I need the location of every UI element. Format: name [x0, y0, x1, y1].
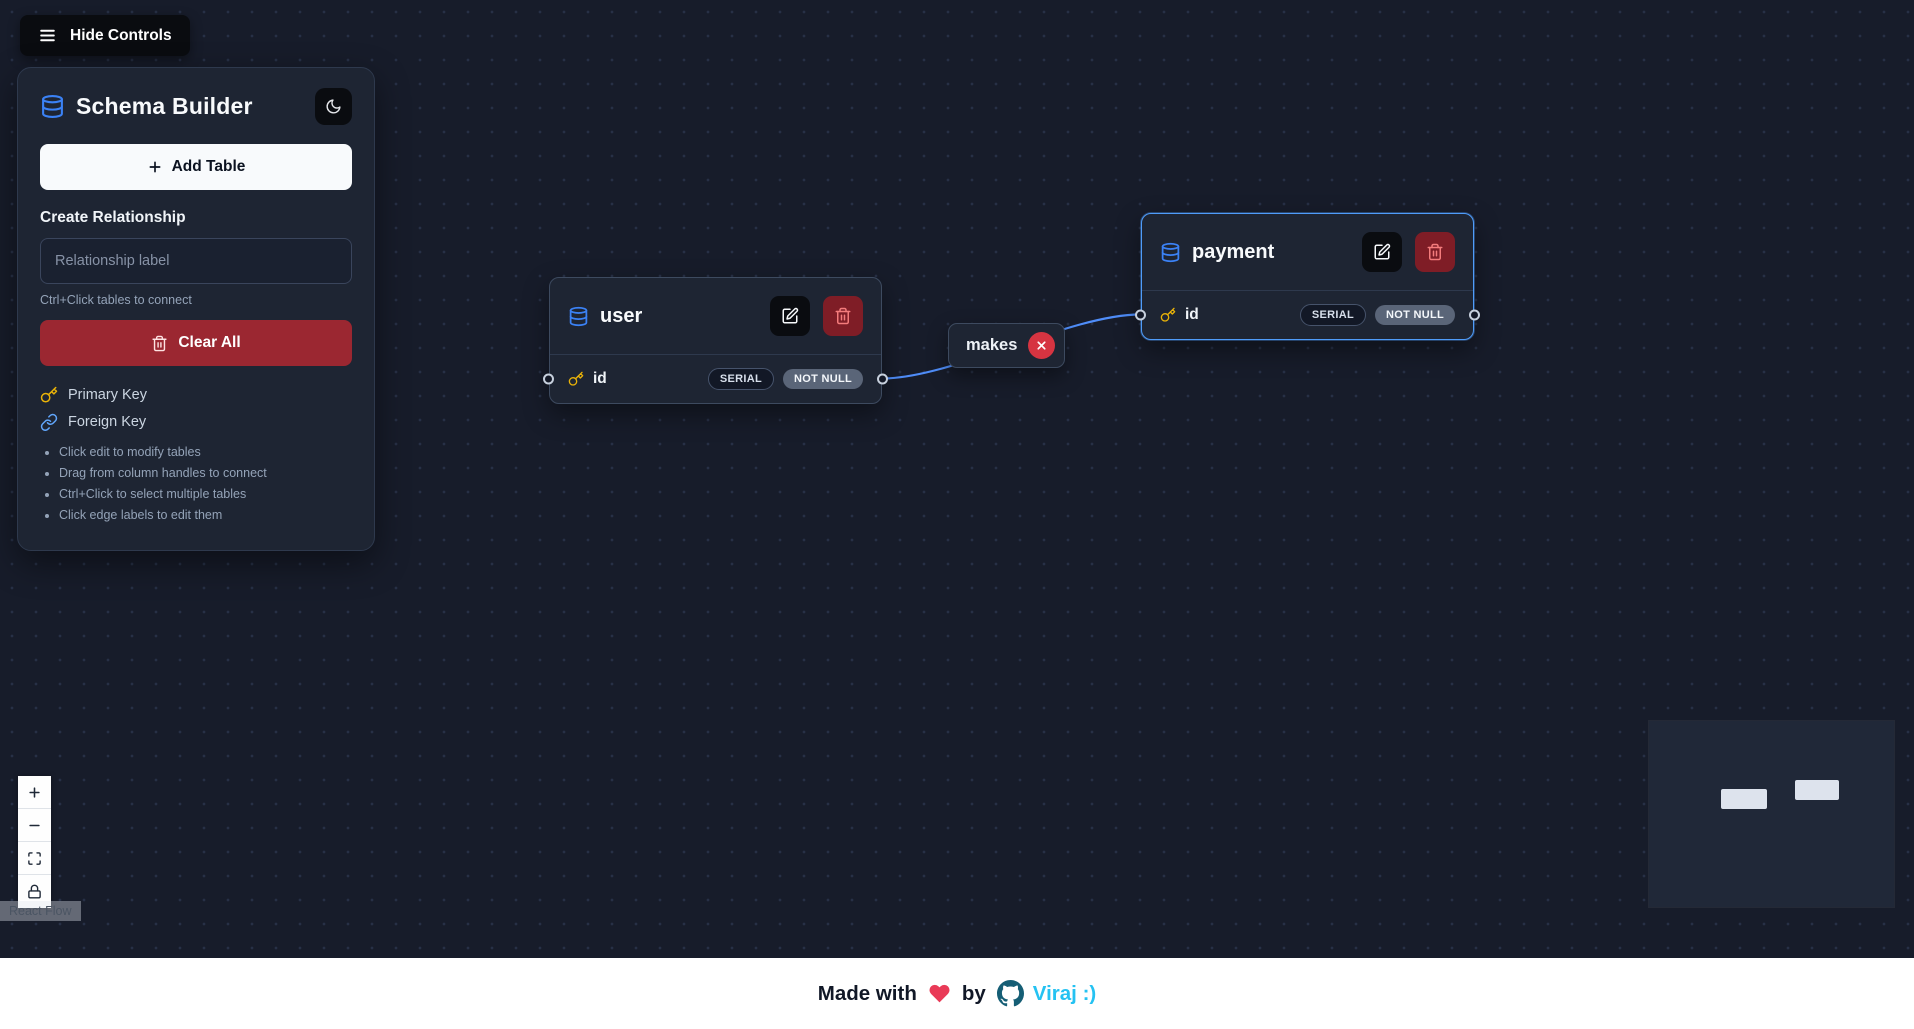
table-node-header: payment [1142, 214, 1473, 290]
table-node-user[interactable]: user id SERIAL NOT NULL [543, 277, 888, 404]
primary-key-icon [568, 371, 584, 386]
schema-builder-panel: Schema Builder Add Table Create Relation… [17, 67, 375, 551]
column-handle-left[interactable] [1135, 309, 1146, 321]
panel-header: Schema Builder [40, 88, 352, 125]
lock-button[interactable] [18, 875, 51, 908]
plus-icon [29, 786, 40, 798]
footer-made-with: Made with [817, 981, 917, 1005]
fit-view-icon [28, 851, 41, 865]
author-link[interactable]: Viraj :) [996, 980, 1097, 1007]
hide-controls-button[interactable]: Hide Controls [20, 15, 190, 56]
close-icon [1037, 341, 1046, 350]
relationship-label-input[interactable] [40, 238, 352, 284]
footer-by: by [961, 981, 986, 1005]
edit-table-button[interactable] [1362, 232, 1402, 272]
clear-all-button[interactable]: Clear All [40, 320, 352, 366]
table-title: payment [1192, 240, 1275, 263]
zoom-out-button[interactable] [18, 809, 51, 842]
pencil-icon [1374, 243, 1391, 260]
trash-icon [1427, 243, 1443, 261]
pencil-icon [782, 307, 799, 324]
add-table-label: Add Table [171, 158, 246, 175]
connect-hint: Ctrl+Click tables to connect [40, 293, 192, 307]
flow-controls [18, 776, 51, 908]
column-type-badge: SERIAL [707, 368, 774, 390]
column-constraint-badge: NOT NULL [782, 369, 863, 389]
create-relationship-heading: Create Relationship [40, 209, 186, 226]
edit-table-button[interactable] [770, 296, 810, 336]
table-node-header: user [550, 278, 881, 354]
author-name: Viraj :) [1032, 981, 1097, 1005]
heart-icon [928, 982, 951, 1005]
delete-table-button[interactable] [1415, 232, 1455, 272]
database-icon [1161, 242, 1180, 262]
tip-item: Ctrl+Click to select multiple tables [59, 484, 352, 505]
legend-label: Foreign Key [68, 414, 147, 430]
database-icon [42, 95, 63, 118]
edge-label-makes[interactable]: makes [948, 323, 1066, 368]
minimap-node-payment [1795, 780, 1839, 800]
tip-item: Click edge labels to edit them [59, 505, 352, 526]
column-name: id [1185, 306, 1199, 323]
foreign-key-icon [40, 413, 58, 431]
legend-label: Primary Key [68, 387, 147, 403]
column-handle-right[interactable] [877, 373, 888, 385]
tip-item: Drag from column handles to connect [59, 463, 352, 484]
tip-item: Click edit to modify tables [59, 442, 352, 463]
legend: Primary Key Foreign Key [40, 386, 352, 431]
plus-icon [149, 161, 161, 173]
delete-table-button[interactable] [823, 296, 863, 336]
column-handle-right[interactable] [1469, 309, 1480, 321]
column-handle-left[interactable] [543, 373, 554, 385]
table-node-payment[interactable]: payment id SERIAL NOT NULL [1135, 213, 1480, 340]
edge-label-text: makes [966, 336, 1018, 354]
legend-foreign-key: Foreign Key [40, 413, 352, 431]
column-constraint-badge: NOT NULL [1374, 305, 1455, 325]
trash-icon [152, 335, 167, 351]
database-icon [569, 306, 588, 326]
column-row: id SERIAL NOT NULL [1135, 290, 1480, 339]
trash-icon [835, 307, 851, 325]
theme-toggle-button[interactable] [315, 88, 352, 125]
clear-all-label: Clear All [178, 334, 241, 351]
column-type-badge: SERIAL [1299, 304, 1366, 326]
hide-controls-label: Hide Controls [70, 26, 172, 44]
github-icon [996, 980, 1024, 1007]
react-flow-attribution[interactable]: React Flow [0, 901, 81, 921]
primary-key-icon [40, 386, 58, 403]
footer: Made with by Viraj :) [0, 958, 1914, 1029]
legend-primary-key: Primary Key [40, 386, 352, 404]
menu-icon [40, 29, 55, 42]
lock-icon [28, 884, 41, 899]
panel-title: Schema Builder [76, 93, 253, 119]
minimap-node-user [1721, 789, 1767, 809]
minus-icon [29, 824, 40, 826]
minimap[interactable] [1648, 720, 1895, 908]
zoom-in-button[interactable] [18, 776, 51, 809]
add-table-button[interactable]: Add Table [40, 144, 352, 190]
column-name: id [593, 370, 607, 387]
fit-view-button[interactable] [18, 842, 51, 875]
moon-icon [326, 99, 341, 114]
primary-key-icon [1160, 307, 1176, 322]
usage-tips: Click edit to modify tables Drag from co… [40, 442, 352, 526]
column-row: id SERIAL NOT NULL [543, 354, 888, 403]
table-title: user [600, 304, 643, 327]
delete-edge-button[interactable] [1028, 332, 1056, 359]
